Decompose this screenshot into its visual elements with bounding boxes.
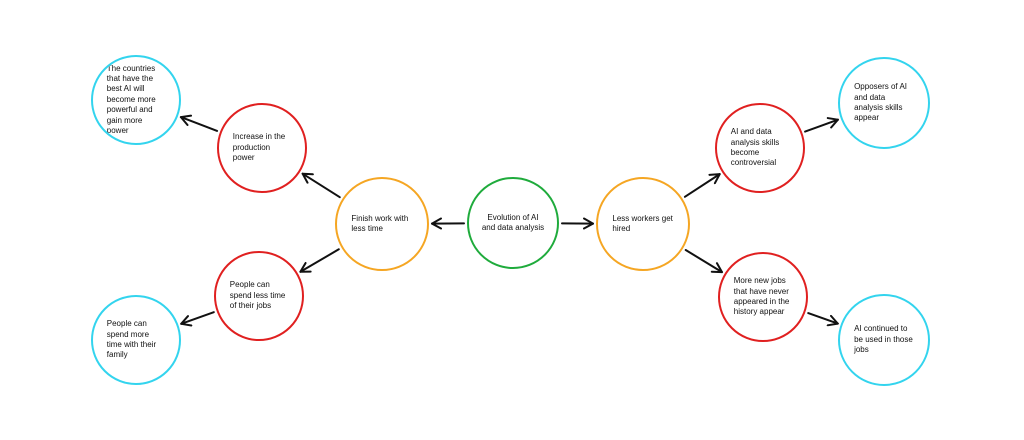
- node-new-jobs: More new jobs that have never appeared i…: [718, 252, 808, 342]
- arrow-controversial-to-opposers: [804, 117, 839, 133]
- node-label: Increase in the production power: [232, 132, 286, 163]
- arrow-increase-production-to-countries-power: [179, 114, 219, 132]
- node-evolution-of-ai: Evolution of AI and data analysis: [467, 177, 559, 269]
- node-controversial: AI and data analysis skills become contr…: [715, 103, 805, 193]
- arrow-less-workers-to-new-jobs: [684, 249, 723, 274]
- node-finish-work: Finish work with less time: [335, 177, 429, 271]
- arrow-finish-work-to-increase-production: [301, 172, 341, 199]
- node-increase-production: Increase in the production power: [217, 103, 307, 193]
- node-ai-used-in-jobs: AI continued to be used in those jobs: [838, 294, 930, 386]
- node-label: AI and data analysis skills become contr…: [730, 127, 780, 168]
- arrow-spend-less-time-to-time-with-family: [180, 311, 215, 327]
- node-label: Less workers get hired: [612, 213, 673, 233]
- node-label: The countries that have the best AI will…: [106, 63, 156, 135]
- node-label: AI continued to be used in those jobs: [854, 324, 913, 355]
- node-spend-less-time: People can spend less time of their jobs: [214, 251, 304, 341]
- arrow-finish-work-to-spend-less-time: [299, 248, 340, 273]
- node-label: Finish work with less time: [351, 213, 409, 233]
- node-label: Opposers of AI and data analysis skills …: [854, 82, 907, 123]
- arrow-less-workers-to-controversial: [683, 173, 721, 198]
- node-label: Evolution of AI and data analysis: [481, 212, 545, 232]
- node-label: People can spend less time of their jobs: [229, 280, 286, 311]
- node-label: More new jobs that have never appeared i…: [733, 276, 790, 317]
- node-time-with-family: People can spend more time with their fa…: [91, 295, 181, 385]
- node-countries-power: The countries that have the best AI will…: [91, 55, 181, 145]
- node-label: People can spend more time with their fa…: [106, 319, 157, 360]
- node-opposers: Opposers of AI and data analysis skills …: [838, 57, 930, 149]
- node-less-workers: Less workers get hired: [596, 177, 690, 271]
- arrow-new-jobs-to-ai-used-in-jobs: [807, 312, 839, 327]
